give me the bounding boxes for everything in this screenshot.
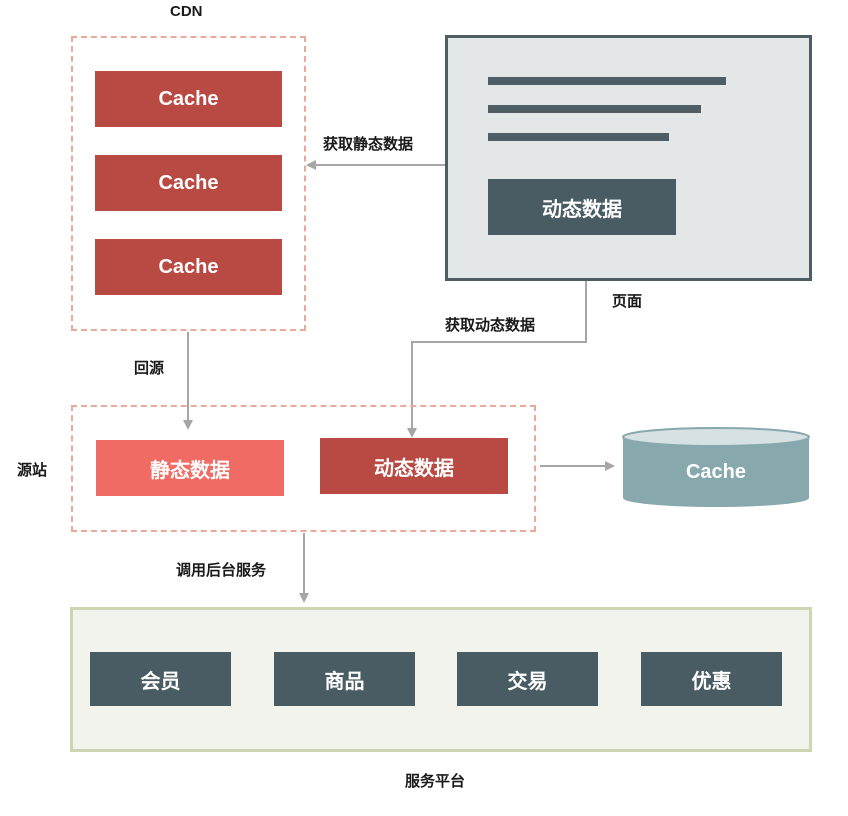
service-promotion: 优惠 — [641, 652, 782, 706]
cdn-group — [71, 36, 306, 331]
service-product: 商品 — [274, 652, 415, 706]
platform-title: 服务平台 — [405, 773, 466, 790]
label-call-backend: 调用后台服务 — [176, 562, 267, 579]
label-back-to-origin: 回源 — [134, 360, 165, 377]
cdn-cache-3: Cache — [95, 239, 282, 295]
cdn-cache-2: Cache — [95, 155, 282, 211]
label-get-static: 获取静态数据 — [323, 136, 414, 153]
page-dynamic-block: 动态数据 — [488, 179, 676, 235]
page-text-line-3 — [488, 133, 669, 141]
service-trade: 交易 — [457, 652, 598, 706]
page-frame — [445, 35, 812, 281]
page-text-line-1 — [488, 77, 726, 85]
origin-title: 源站 — [17, 462, 48, 479]
origin-group — [71, 405, 536, 532]
cache-cylinder — [622, 427, 810, 507]
page-text-line-2 — [488, 105, 701, 113]
cache-cylinder-label: Cache — [685, 460, 747, 483]
cdn-cache-1: Cache — [95, 71, 282, 127]
origin-dynamic-box: 动态数据 — [320, 438, 508, 494]
service-member: 会员 — [90, 652, 231, 706]
origin-static-box: 静态数据 — [96, 440, 284, 496]
label-get-dynamic: 获取动态数据 — [445, 317, 536, 334]
page-title: 页面 — [612, 293, 643, 310]
cdn-title: CDN — [170, 3, 203, 20]
arrow-get-dynamic — [407, 235, 587, 438]
